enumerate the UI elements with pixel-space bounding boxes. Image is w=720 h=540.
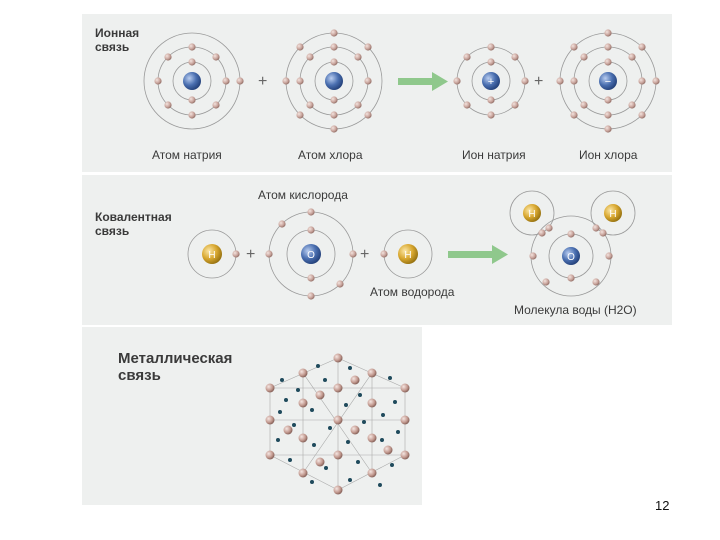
sodium-ion	[453, 43, 529, 119]
covalent-arrow	[448, 245, 508, 264]
metallic-title: Металлическая связь	[118, 350, 233, 385]
h-label-left: H	[208, 250, 215, 261]
hydrogen-atom-left	[187, 229, 240, 279]
oxygen-atom-caption: Атом кислорода	[258, 188, 348, 202]
svg-text:+: +	[258, 73, 267, 90]
chlorine-ion	[556, 29, 660, 133]
o-label: O	[307, 250, 315, 261]
svg-text:+: +	[534, 73, 543, 90]
chlorine-ion-caption: Ион хлора	[579, 148, 638, 162]
sodium-atom-caption: Атом натрия	[152, 148, 222, 162]
oxygen-atom	[265, 208, 357, 300]
water-o-label: O	[567, 252, 575, 263]
chlorine-atom-caption: Атом хлора	[298, 148, 363, 162]
ionic-arrow	[398, 72, 448, 91]
ionic-panel	[82, 14, 672, 172]
water-molecule-caption: Молекула воды (H2O)	[514, 303, 637, 317]
sodium-ion-sign: +	[488, 76, 494, 88]
covalent-title: Ковалентная связь	[95, 210, 172, 238]
hydrogen-atom-right	[380, 229, 433, 279]
svg-text:+: +	[360, 246, 369, 263]
ionic-title: Ионная связь	[95, 26, 140, 54]
chlorine-atom	[282, 29, 383, 133]
water-h2-label: H	[609, 209, 616, 220]
h-label-right: H	[404, 250, 411, 261]
metal-ions	[265, 353, 410, 495]
metallic-panel	[82, 327, 422, 505]
hydrogen-atom-caption: Атом водорода	[370, 285, 455, 299]
page-number: 12	[655, 498, 670, 513]
svg-text:+: +	[246, 246, 255, 263]
water-h1-label: H	[528, 209, 535, 220]
free-electrons	[276, 364, 400, 487]
chlorine-ion-sign: −	[605, 76, 611, 88]
sodium-atom	[143, 32, 244, 130]
sodium-ion-caption: Ион натрия	[462, 148, 526, 162]
water-molecule	[509, 190, 636, 297]
